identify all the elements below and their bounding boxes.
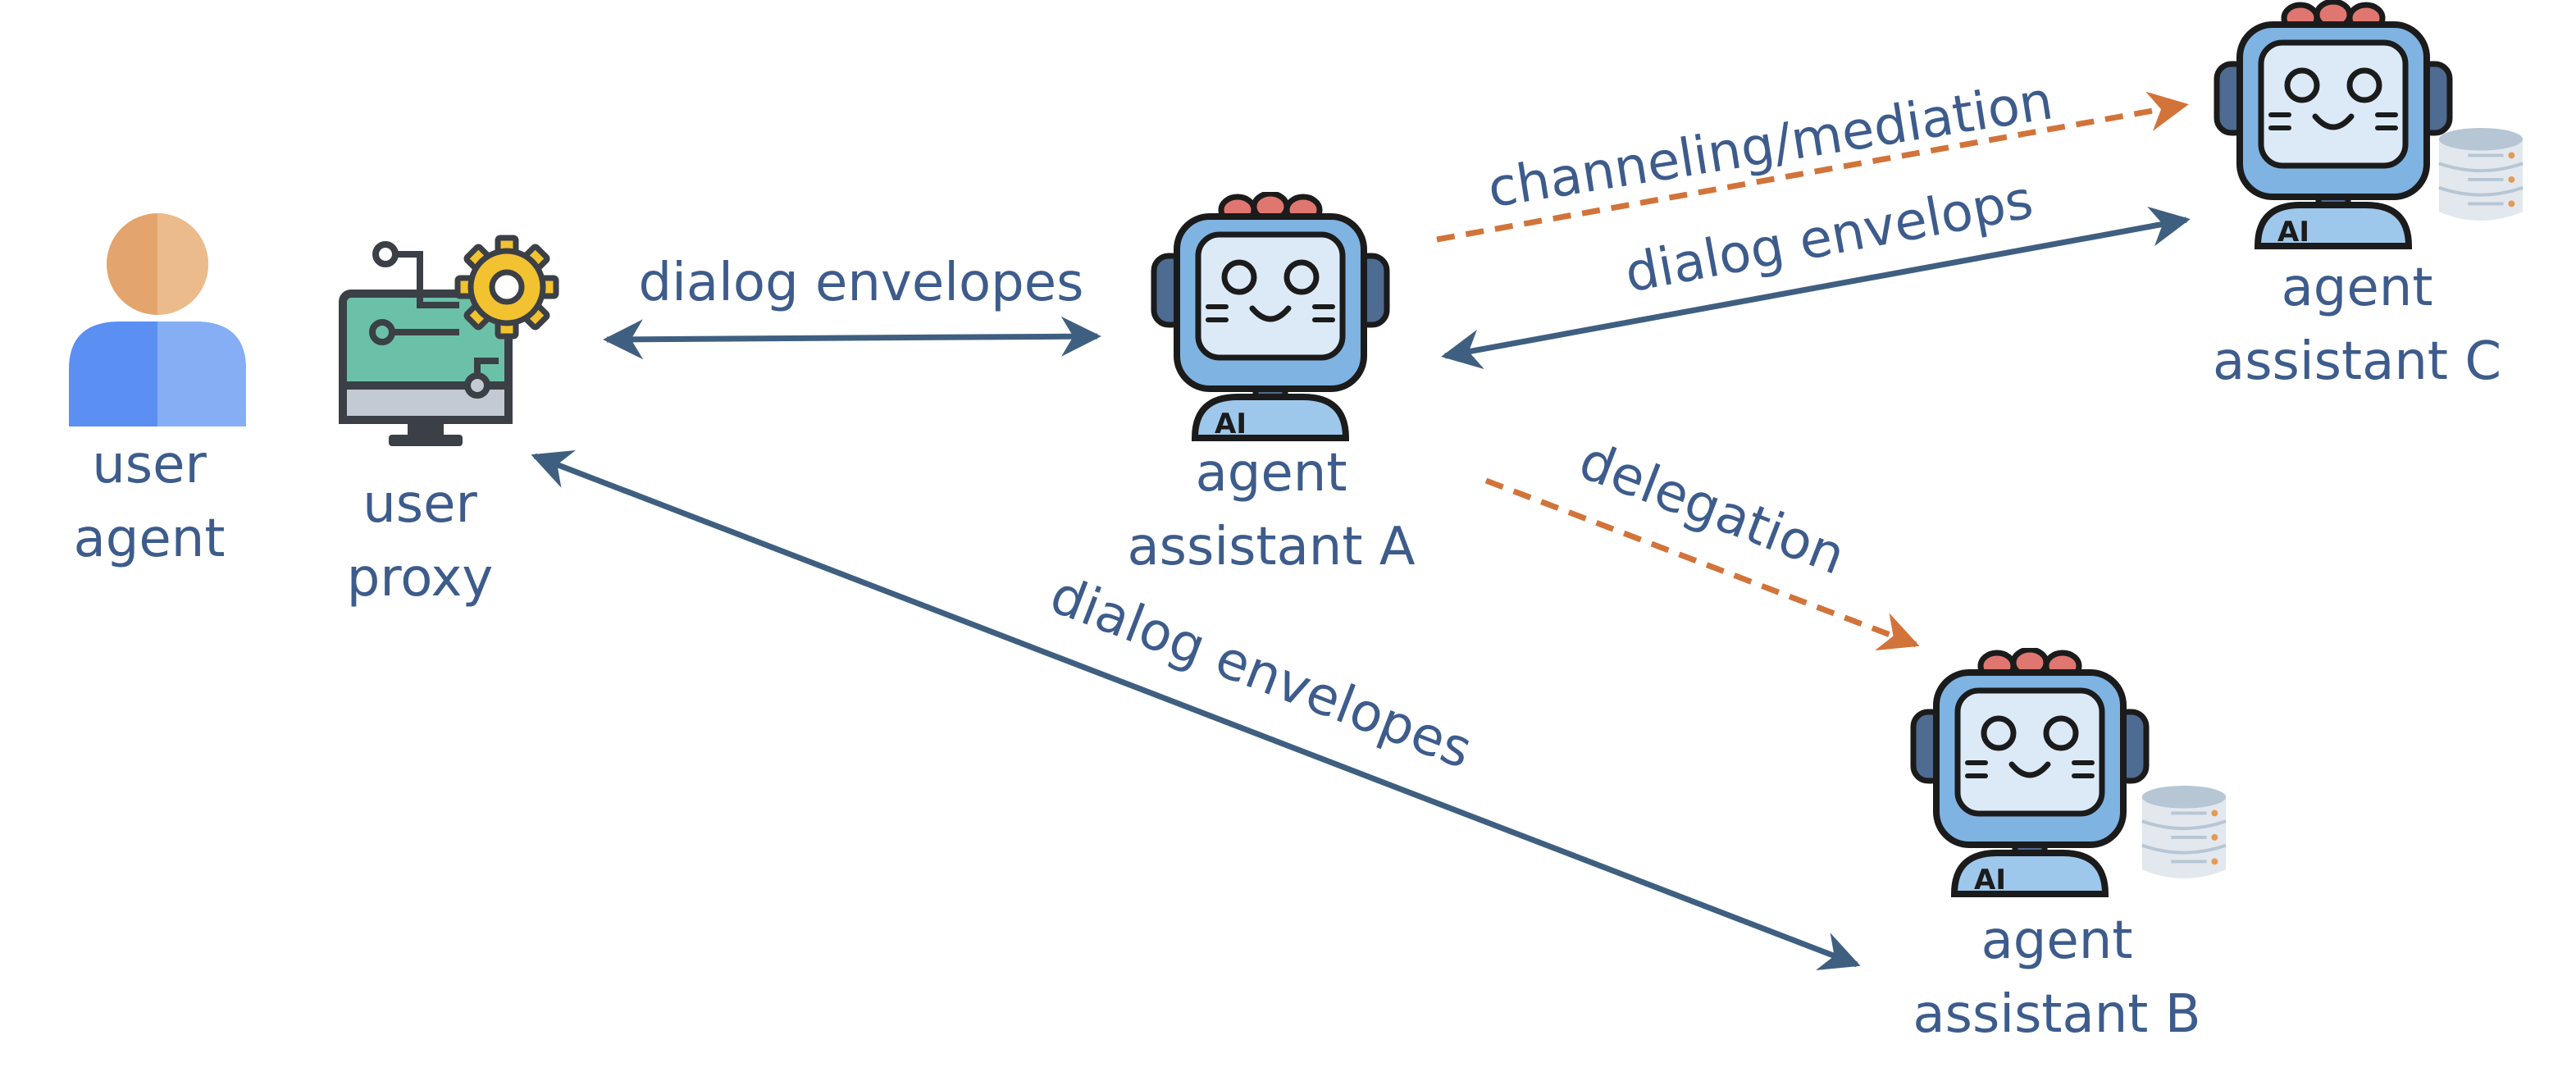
edge-a-b-delegation	[1484, 477, 1920, 651]
edge-proxy-b	[531, 449, 1861, 971]
robot-icon-c	[2217, 2, 2450, 249]
edge-label-proxy-a: dialog envelopes	[639, 253, 1084, 313]
node-label-agent-a-line1: agent	[1195, 443, 1347, 504]
node-label-user: user agent	[51, 428, 248, 576]
node-label-agent-b-line1: agent	[1981, 910, 2133, 971]
computer-gear-icon	[339, 235, 559, 446]
edge-label-proxy-b: dialog envelopes	[1042, 565, 1479, 782]
edge-c-a-envelopes	[1441, 206, 2191, 370]
node-label-agent-a: agent assistant A	[1066, 436, 1476, 584]
edge-proxy-a	[603, 316, 1101, 360]
node-label-user-line1: user	[92, 435, 207, 495]
person-icon	[69, 213, 246, 426]
edge-label-a-b-delegation: delegation	[1571, 431, 1853, 587]
node-label-agent-b: agent assistant B	[1852, 904, 2262, 1051]
node-label-agent-c-line1: agent	[2281, 258, 2433, 318]
node-label-agent-a-line2: assistant A	[1127, 517, 1416, 577]
node-label-agent-c-line2: assistant C	[2212, 331, 2502, 392]
node-label-proxy-line1: user	[362, 474, 477, 535]
database-icon-b	[2140, 784, 2228, 881]
node-label-proxy-line2: proxy	[346, 548, 494, 609]
node-label-proxy: user proxy	[321, 467, 518, 615]
database-icon-c	[2437, 126, 2525, 223]
robot-icon-b	[1913, 650, 2146, 896]
node-label-agent-c: agent assistant C	[2152, 251, 2562, 399]
node-label-agent-b-line2: assistant B	[1913, 984, 2201, 1045]
node-label-user-line2: agent	[73, 509, 226, 569]
robot-icon-a	[1154, 194, 1387, 440]
